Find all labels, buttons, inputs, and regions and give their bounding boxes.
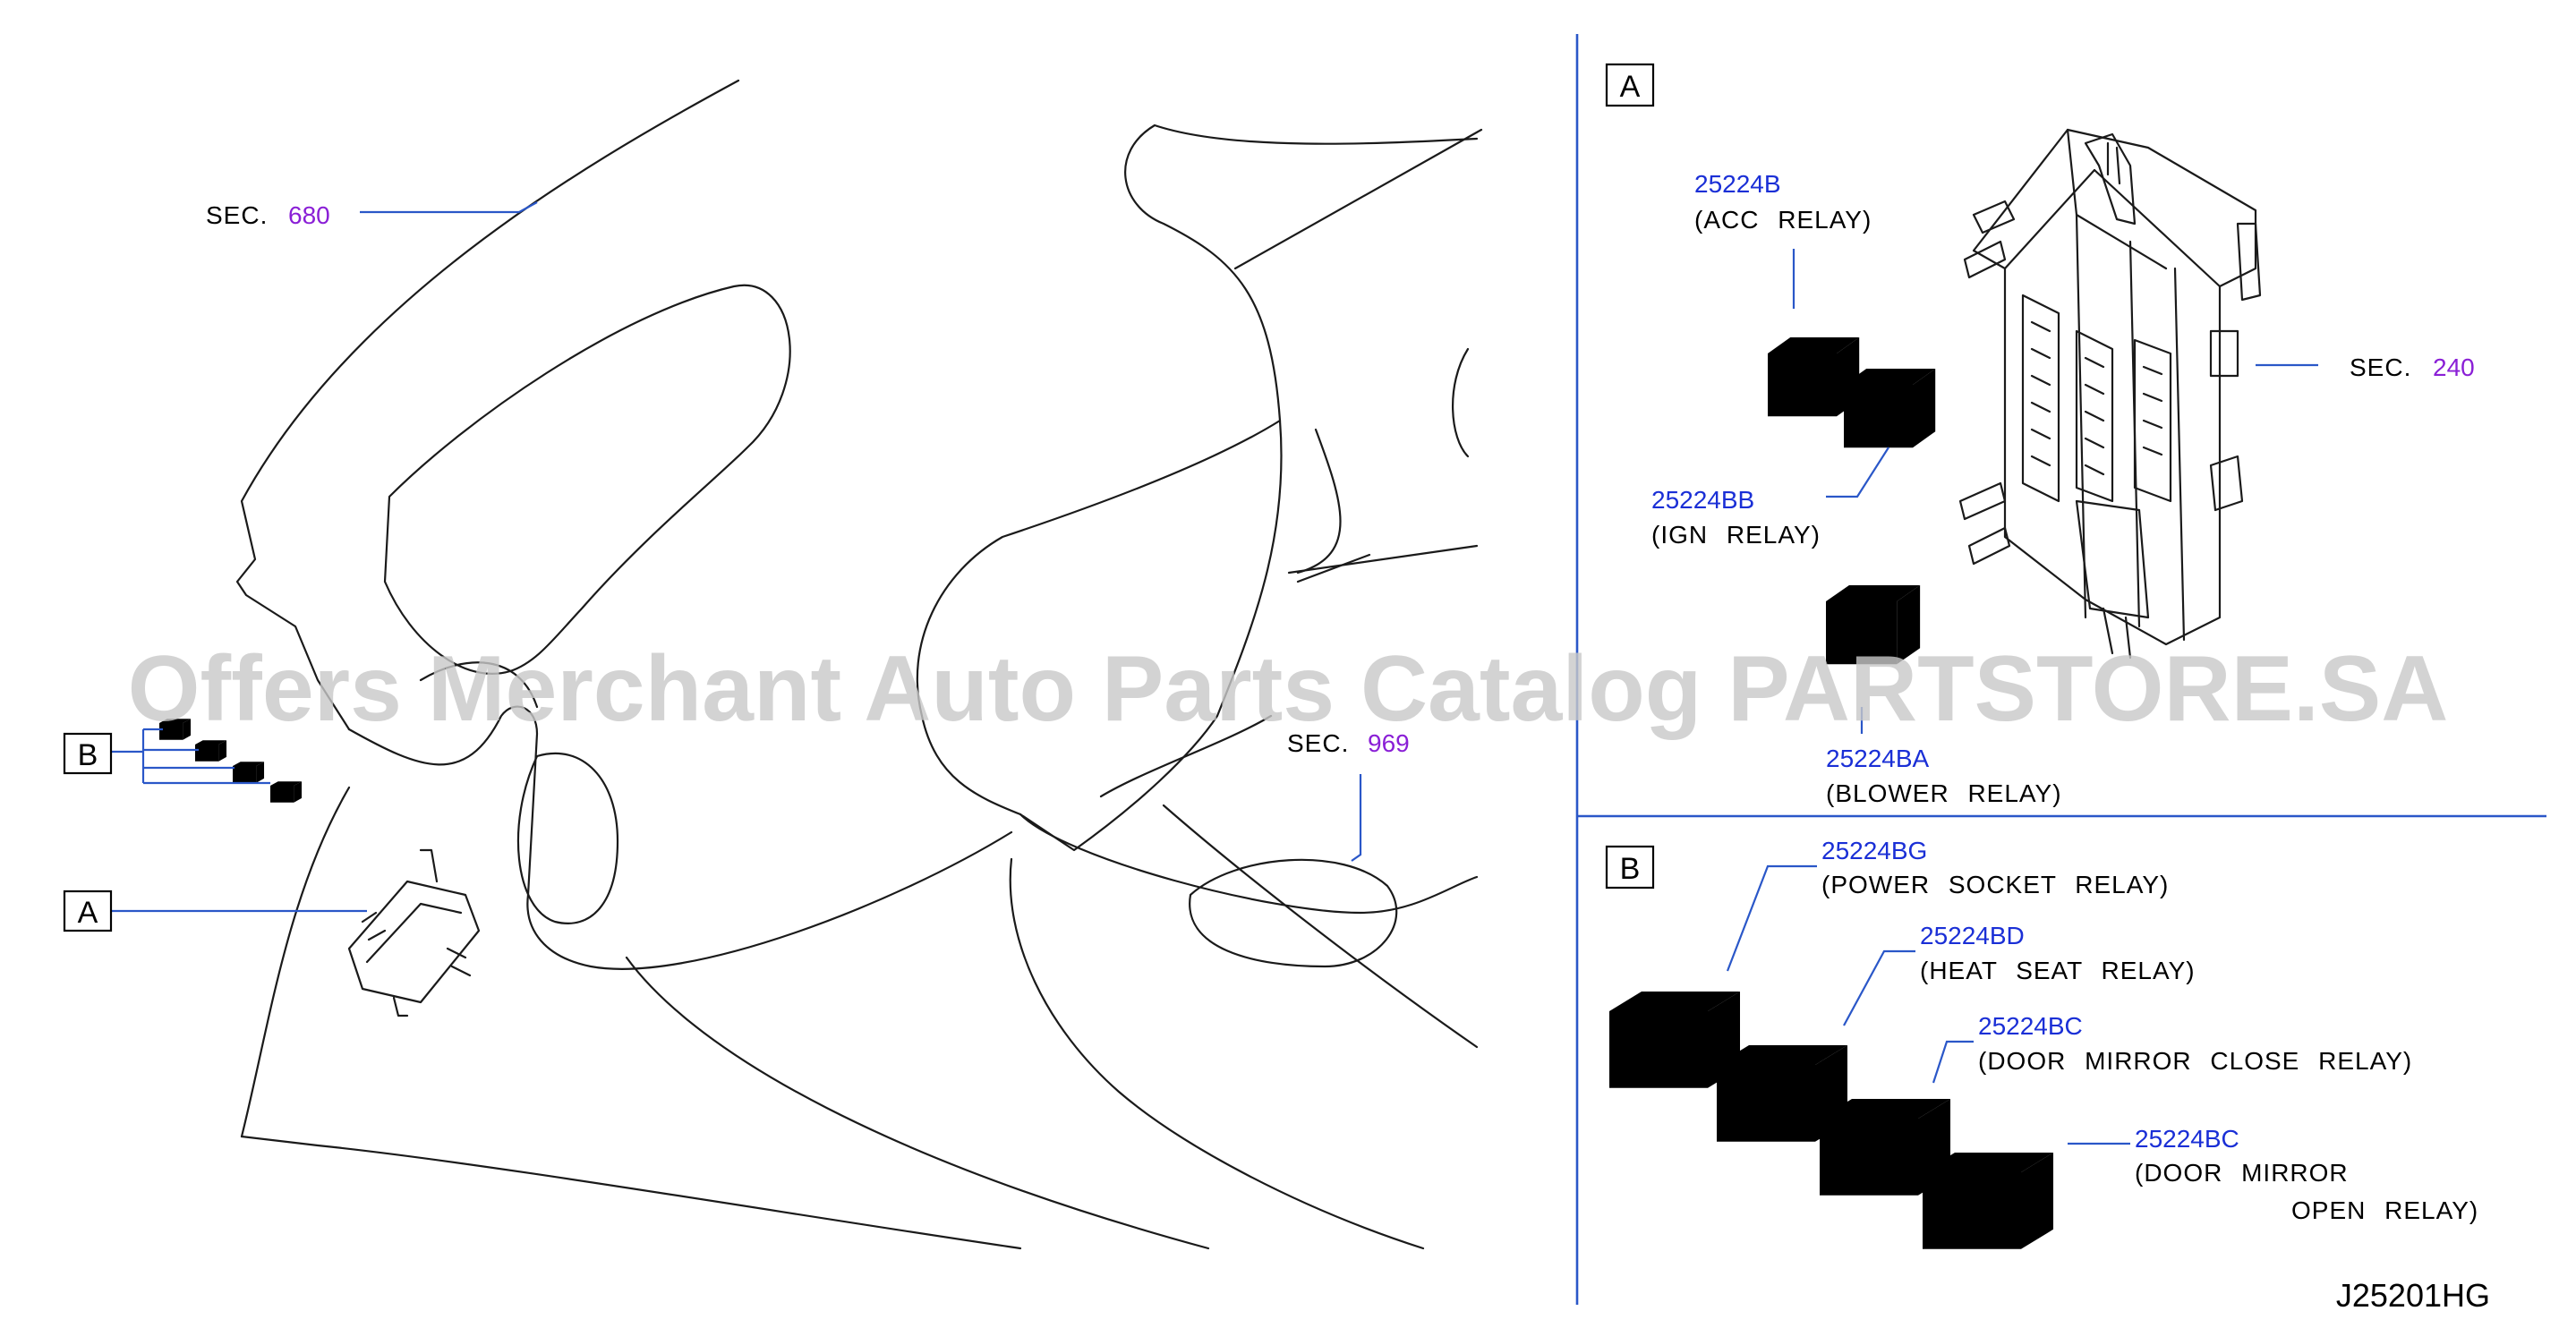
power-socket-relay-description: (POWER SOCKET RELAY) [1821,871,2169,898]
sec-969-number[interactable]: 969 [1368,729,1410,757]
sec-240-number[interactable]: 240 [2433,353,2475,381]
acc-relay-part-number[interactable]: 25224B [1694,170,1781,198]
door-mirror-close-relay-leader [1932,1040,1974,1084]
door-mirror-open-relay-part-number[interactable]: 25224BC [2135,1125,2239,1153]
callout-a-label: A [78,896,98,930]
sec-680-label: SEC. [206,201,268,229]
power-socket-relay-leader [1726,864,1817,972]
ign-relay-leader [1826,447,1889,498]
sec-680-leader-tick [518,201,538,213]
junction-box-small-icon [347,848,481,1017]
panel-b-heading-box [1605,845,1655,890]
power-socket-relay-part-number[interactable]: 25224BG [1821,837,1927,864]
heat-seat-relay-part-number[interactable]: 25224BD [1920,922,2025,949]
callout-a-box [63,890,113,932]
door-mirror-close-relay-part-number[interactable]: 25224BC [1978,1012,2083,1040]
blower-relay-part-number[interactable]: 25224BA [1826,745,1930,772]
blower-relay-description: (BLOWER RELAY) [1826,779,2062,807]
door-mirror-close-relay-description: (DOOR MIRROR CLOSE RELAY) [1978,1047,2412,1075]
heat-seat-relay-leader [1843,949,1915,1026]
sec-969-label: SEC. [1287,729,1349,757]
panel-a-heading-box [1605,63,1655,107]
dashboard-outline [235,79,1483,1250]
door-mirror-open-relay-description-line2: OPEN RELAY) [2291,1196,2478,1224]
panel-b-heading: B [1620,852,1641,886]
relay-block-icon [1958,128,2262,660]
ign-relay-part-number[interactable]: 25224BB [1651,486,1754,514]
callout-b-box [63,732,113,775]
door-mirror-open-relay-description-line1: (DOOR MIRROR [2135,1159,2349,1187]
sec-969-leader [1351,774,1362,862]
ign-relay-icon [1844,369,1936,448]
sec-240-label: SEC. [2350,353,2411,381]
ign-relay-description: (IGN RELAY) [1651,521,1821,549]
door-mirror-open-relay-icon [1923,1153,2053,1249]
heat-seat-relay-description: (HEAT SEAT RELAY) [1920,957,2196,984]
sec-680-number[interactable]: 680 [288,201,330,229]
callout-b-label: B [78,738,98,772]
panel-a-heading: A [1620,70,1641,104]
callout-b-leader [111,728,270,785]
diagram-code: J25201HG [2336,1277,2490,1314]
acc-relay-description: (ACC RELAY) [1694,206,1872,234]
watermark: Offers Merchant Auto Parts Catalog PARTS… [128,637,2449,741]
